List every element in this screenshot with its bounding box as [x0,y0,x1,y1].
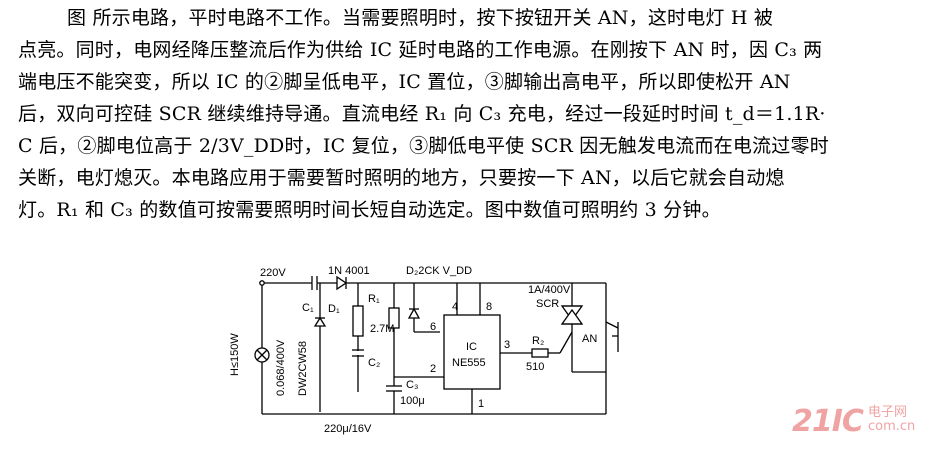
label-c1: C₁ [302,302,314,314]
label-pin2: 2 [430,363,436,375]
label-lamp: H≤150W [229,333,241,376]
label-pin8: 8 [486,301,492,313]
label-pin4: 4 [452,301,458,313]
text-line-2: 点亮。同时，电网经降压整流后作为供给 IC 延时电路的工作电源。在刚按下 AN … [18,39,823,61]
supply-terminal [259,280,265,286]
label-pin1: 1 [478,398,484,410]
text-line-4: 后，双向可控硅 SCR 继续维持导通。直流电经 R₁ 向 C₃ 充电，经过一段延… [18,103,826,125]
label-pin6: 6 [430,321,436,333]
description-text: 图 所示电路，平时电路不工作。当需要照明时，按下按钮开关 AN，这时电灯 H 被… [18,7,829,221]
label-d1: D₁ [328,303,340,315]
label-c1-val: 0.068/400V [275,339,287,396]
text-line-5: C 后，②脚电位高于 2/3V_DD时，IC 复位，③脚低电平使 SCR 因无触… [18,135,829,157]
label-diode-top: 1N 4001 [328,265,370,277]
text-line-3: 端电压不能突变，所以 IC 的②脚呈低电平，IC 置位，③脚输出高电平，所以即使… [18,71,791,93]
text-line-7: 灯。R₁ 和 C₃ 的数值可按需要照明时间长短自动选定。图中数值可照明约 3 分… [18,199,721,221]
watermark-side-bottom: com.cn [868,419,916,434]
watermark-logo: 21IC 电子网 com.cn [792,404,922,444]
circuit-diagram: 220V 1N 4001 C₁ D₁ R₁ 2.7M C₂ D₂2CK V_DD… [229,265,619,435]
label-ic-name: IC [466,341,477,353]
label-c3-val: 100μ [400,395,425,407]
label-supply: 220V [260,267,286,279]
label-r1-val: 2.7M [370,323,394,335]
label-c2-val: 220μ/16V [324,423,372,435]
label-c3: C₃ [406,379,418,391]
label-r2: R₂ [532,335,544,347]
watermark-side-top: 电子网 [868,405,908,420]
watermark-main: 21IC [792,404,864,439]
watermark-side: 电子网 com.cn [868,406,915,434]
label-d2: D₂2CK V_DD [406,265,472,277]
text-line-6: 关断，电灯熄灭。本电路应用于需要暂时照明的地方，只要按一下 AN，以后它就会自动… [18,167,785,189]
label-c2: C₂ [368,357,380,369]
label-triac: SCR [536,298,559,310]
label-r1: R₁ [368,293,380,305]
label-triac-rating: 1A/400V [528,284,571,296]
label-zener: DW2CW58 [297,341,309,396]
label-switch: AN [582,333,597,345]
text-line-1: 图 所示电路，平时电路不工作。当需要照明时，按下按钮开关 AN，这时电灯 H 被 [67,7,774,29]
label-r2-val: 510 [526,361,544,373]
label-ic-part: NE555 [452,357,486,369]
label-pin3: 3 [504,339,510,351]
